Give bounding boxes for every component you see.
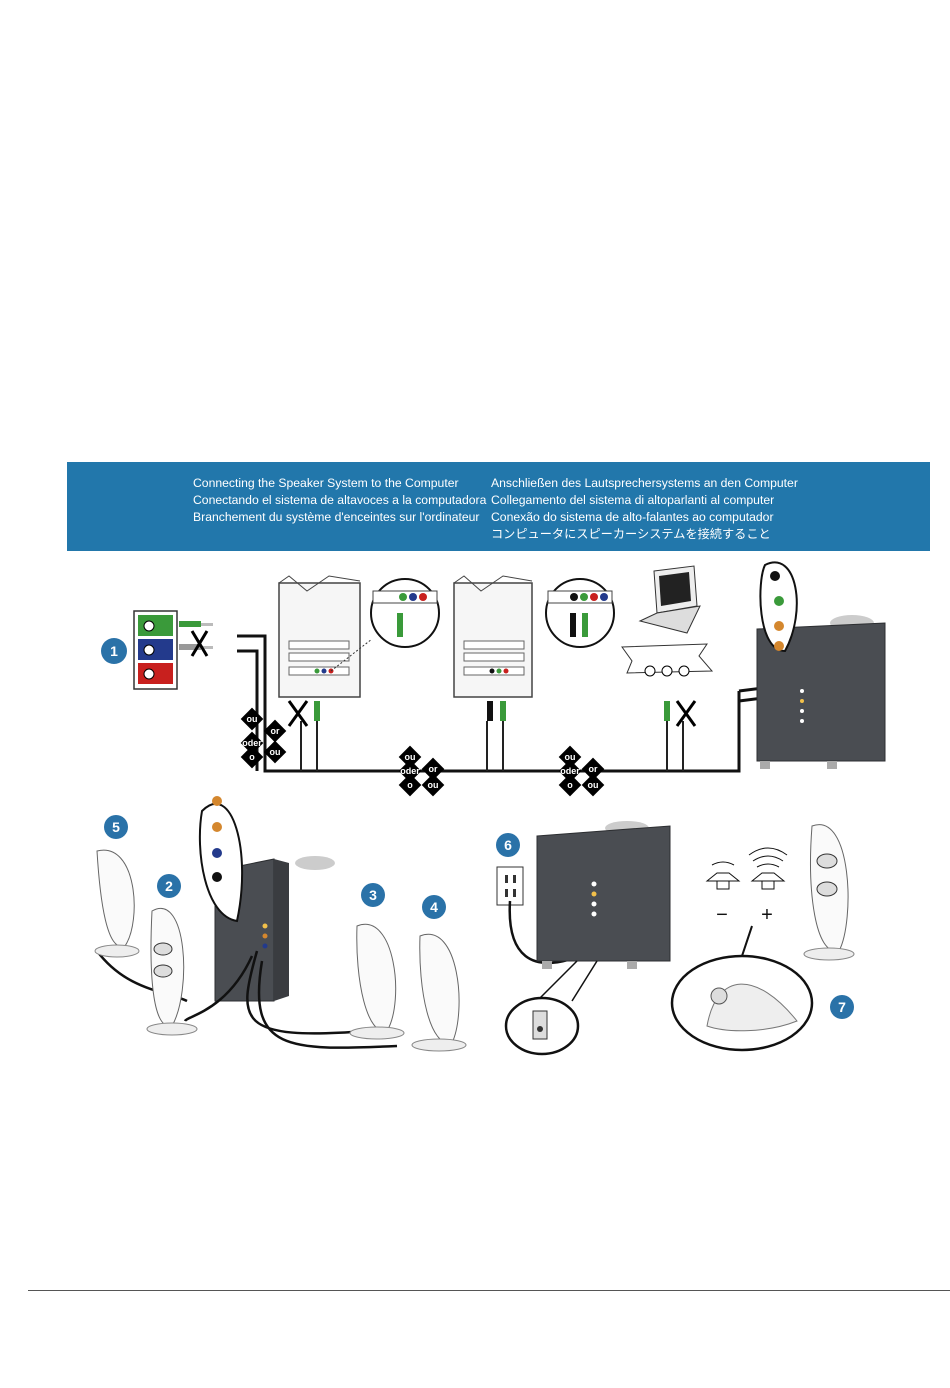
step-badge-3: 3	[361, 883, 385, 907]
svg-text:+: +	[761, 904, 773, 926]
svg-text:o: o	[567, 780, 573, 790]
title-banner: Connecting the Speaker System to the Com…	[67, 462, 930, 551]
svg-text:or: or	[429, 764, 438, 774]
step-badge-1: 1	[101, 638, 127, 664]
volume-knob-zoom	[672, 956, 812, 1050]
svg-text:2: 2	[165, 878, 173, 894]
banner-column-right: Anschließen des Lautsprechersystems an d…	[491, 475, 798, 543]
svg-text:o: o	[407, 780, 413, 790]
satellite-speaker-5	[95, 850, 139, 957]
wrong-plug-cross-icon	[677, 701, 695, 726]
banner-title-fr: Branchement du système d'enceintes sur l…	[193, 509, 486, 526]
svg-text:oder: oder	[242, 738, 262, 748]
blue-jack	[138, 639, 173, 660]
banner-title-es: Conectando el sistema de altavoces a la …	[193, 492, 486, 509]
laptop-computer	[640, 566, 700, 633]
step-badge-5: 5	[104, 815, 128, 839]
banner-title-it: Collegamento del sistema di altoparlanti…	[491, 492, 798, 509]
cable-drops	[301, 721, 683, 771]
step-badge-4: 4	[422, 895, 446, 919]
banner-title-de: Anschließen des Lautsprechersystems an d…	[491, 475, 798, 492]
svg-text:oder: oder	[560, 766, 580, 776]
svg-text:ou: ou	[428, 780, 439, 790]
wrong-plug-cross-icon	[192, 631, 207, 656]
svg-text:or: or	[271, 726, 280, 736]
svg-text:1: 1	[110, 643, 118, 659]
satellite-speaker-3	[350, 924, 404, 1039]
power-switch-icon	[537, 1026, 543, 1032]
banner-title-en: Connecting the Speaker System to the Com…	[193, 475, 486, 492]
desktop-computer-1	[279, 576, 439, 726]
svg-text:ou: ou	[565, 752, 576, 762]
step-badge-7: 7	[830, 995, 854, 1019]
satellite-speaker-7	[804, 825, 854, 960]
satellite-speaker-4	[412, 934, 466, 1051]
svg-text:ou: ou	[270, 747, 281, 757]
step-badge-6: 6	[496, 833, 520, 857]
desktop-computer-2	[454, 576, 614, 721]
speaker-volume-icons: − +	[707, 848, 787, 971]
subwoofer-top	[757, 562, 885, 769]
volume-knob-icon	[711, 988, 727, 1004]
banner-title-ja: コンピュータにスピーカーシステムを接続すること	[491, 526, 798, 543]
svg-text:ou: ou	[405, 752, 416, 762]
green-jack	[138, 615, 173, 636]
svg-text:oder: oder	[400, 766, 420, 776]
satellite-speaker-2	[147, 908, 197, 1035]
svg-text:5: 5	[112, 819, 120, 835]
svg-text:or: or	[589, 764, 598, 774]
svg-text:6: 6	[504, 837, 512, 853]
red-jack	[138, 663, 173, 684]
footer-divider	[28, 1290, 950, 1291]
sound-card-jack-panel	[134, 611, 213, 689]
step-badge-2: 2	[157, 874, 181, 898]
banner-column-left: Connecting the Speaker System to the Com…	[193, 475, 486, 526]
wrong-plug-cross-icon	[289, 701, 307, 726]
svg-text:3: 3	[369, 887, 377, 903]
svg-text:4: 4	[430, 899, 438, 915]
banner-title-pt: Conexão do sistema de alto-falantes ao c…	[491, 509, 798, 526]
connection-diagram: 1 2 3 4 5 6 7 ou or oder o ou	[67, 551, 950, 1056]
svg-text:o: o	[249, 752, 255, 762]
subwoofer-bottom-left	[200, 796, 335, 1001]
laptop-jack-label	[622, 644, 712, 726]
svg-text:7: 7	[838, 999, 846, 1015]
svg-text:−: −	[716, 904, 728, 926]
svg-text:ou: ou	[247, 714, 258, 724]
svg-text:ou: ou	[588, 780, 599, 790]
subwoofer-power	[506, 821, 670, 1054]
